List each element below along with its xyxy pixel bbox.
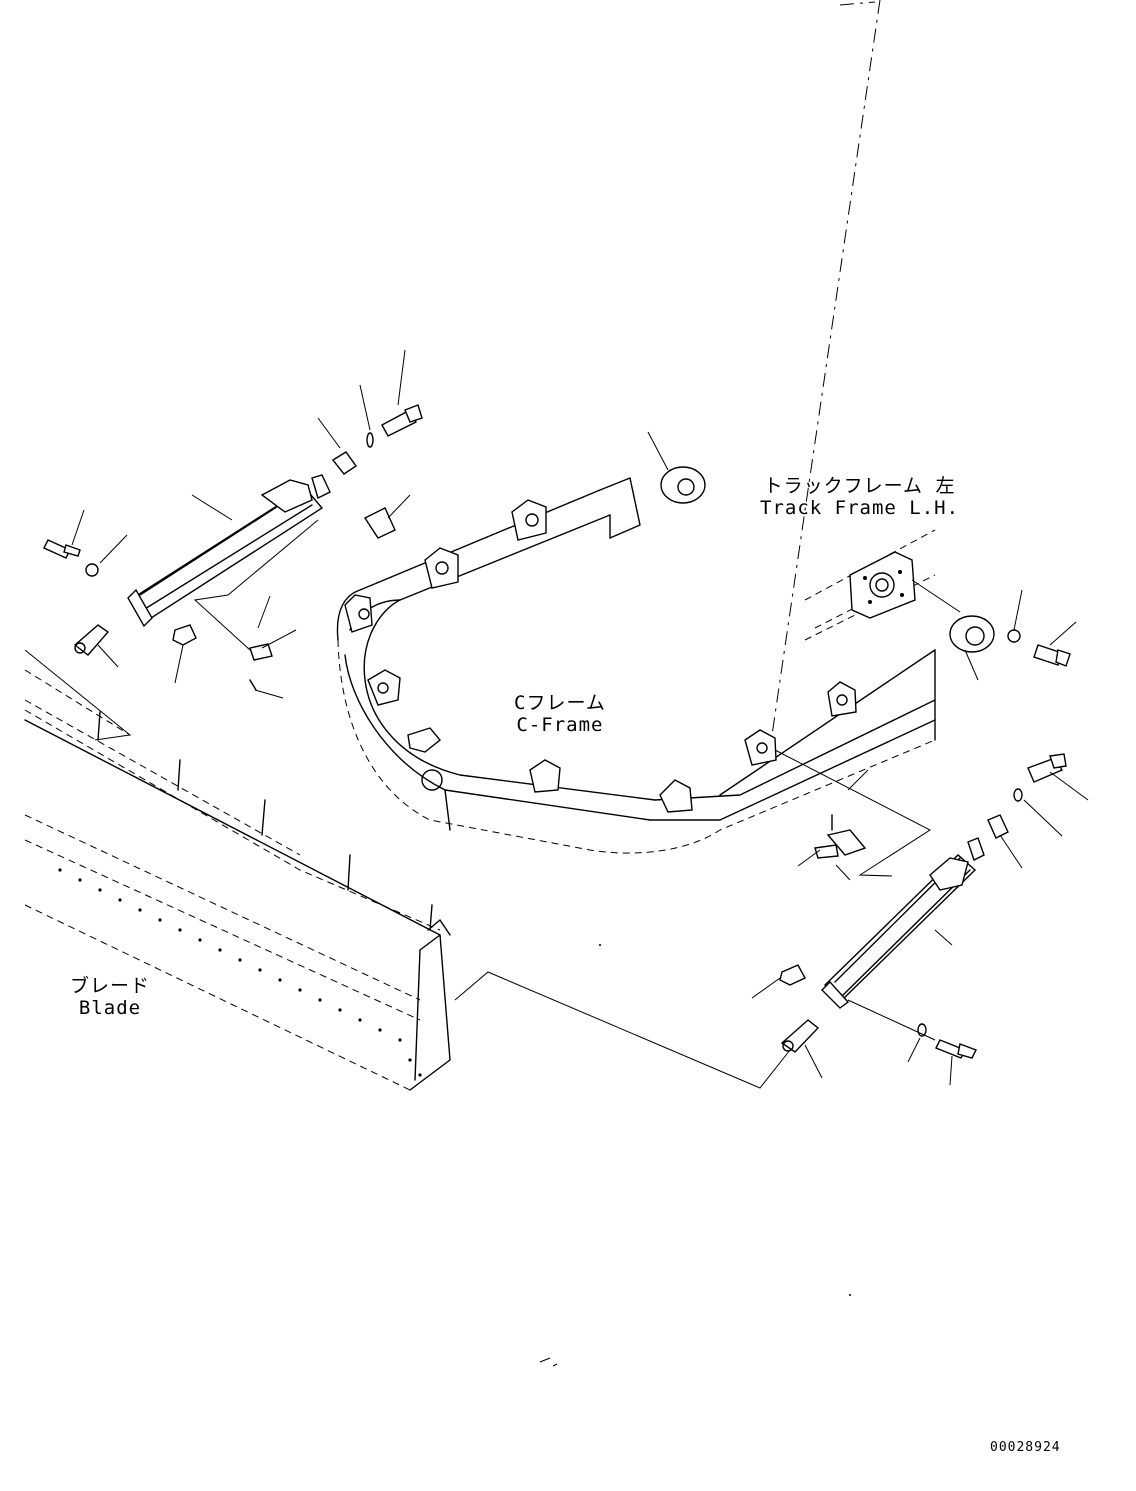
track-frame-label-en: Track Frame L.H. — [760, 496, 960, 519]
c-frame-label-en: C-Frame — [516, 713, 604, 736]
c-frame-label-jp: Cフレーム — [514, 692, 606, 714]
blade — [24, 649, 791, 1091]
blade-label-jp: ブレード — [70, 975, 151, 997]
track-frame-label: トラックフレーム 左 Track Frame L.H. — [760, 475, 960, 520]
left-cylinder-assembly — [43, 349, 706, 699]
c-frame — [336, 477, 936, 854]
blade-bolt-holes — [58, 868, 422, 1077]
c-frame-label: Cフレーム C-Frame — [514, 692, 606, 737]
stray-marks — [539, 944, 851, 1367]
right-cylinder-assembly — [751, 579, 1089, 1086]
track-frame — [804, 529, 936, 641]
drawing-code: 00028924 — [990, 1440, 1061, 1455]
blade-label-en: Blade — [78, 996, 142, 1019]
blade-label: ブレード Blade — [70, 975, 151, 1020]
center-line — [771, 0, 881, 736]
track-frame-label-jp: トラックフレーム 左 — [763, 475, 956, 497]
